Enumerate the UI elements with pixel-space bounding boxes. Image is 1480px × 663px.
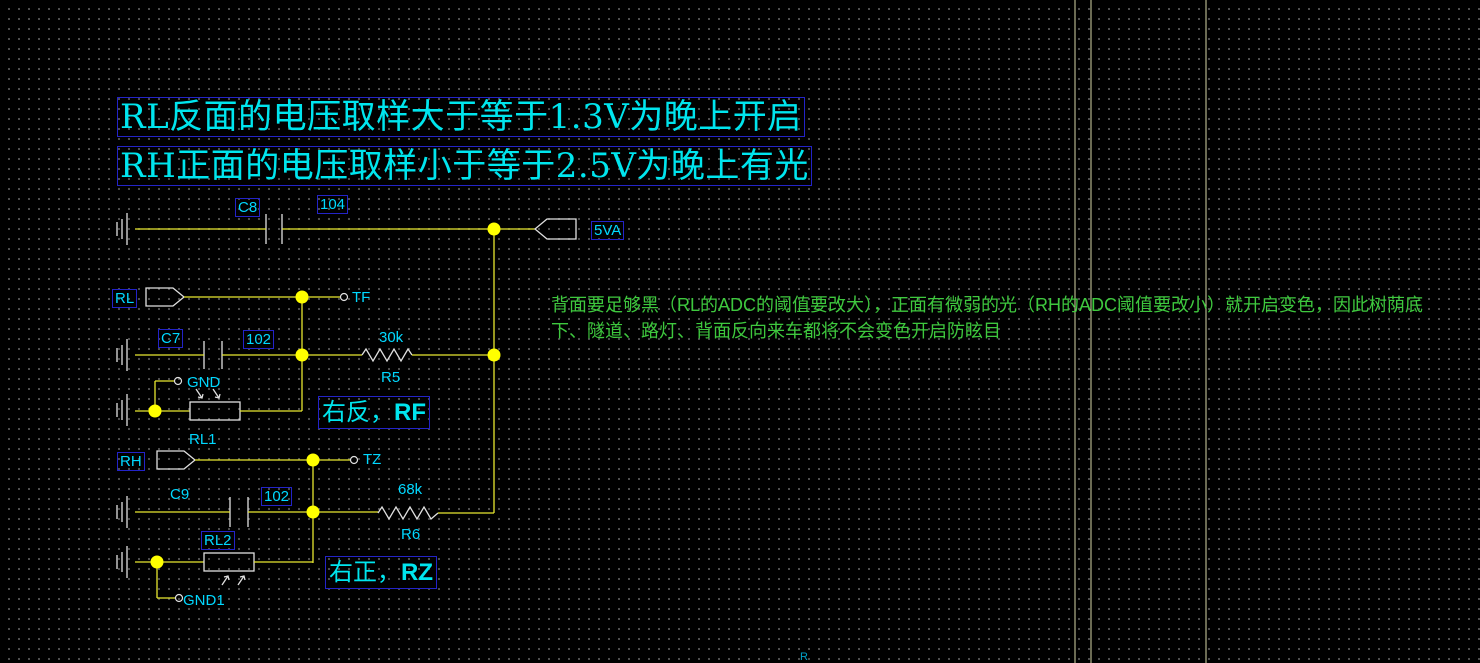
right-side-note-en: RZ bbox=[401, 559, 433, 586]
net-label-5va: 5VA bbox=[591, 221, 625, 240]
net-label-rl: RL bbox=[112, 289, 138, 308]
junction-dot bbox=[487, 348, 501, 362]
net-label-tz: TZ bbox=[363, 451, 382, 468]
capacitor-c7[interactable] bbox=[203, 341, 223, 369]
ground-symbol-rl2 bbox=[116, 546, 128, 578]
title-note-line-1: RL反面的电压取样大于等于1.3V为晚上开启 bbox=[117, 97, 805, 137]
junction-dot bbox=[295, 290, 309, 304]
capacitor-c8[interactable] bbox=[265, 214, 283, 244]
description-note: 背面要足够黑（RL的ADC的阈值要改大），正面有微弱的光（RH的ADC阈值要改小… bbox=[551, 295, 1424, 341]
c8-ref-label: C8 bbox=[235, 198, 261, 217]
c7-ref-label: C7 bbox=[158, 329, 184, 348]
test-point-tf[interactable] bbox=[339, 292, 349, 302]
ground-symbol-c9 bbox=[116, 496, 128, 528]
light-arrows-icon bbox=[195, 388, 221, 399]
rl1-ref-label: RL1 bbox=[189, 431, 217, 448]
photoresistor-rl2[interactable] bbox=[203, 552, 255, 572]
c9-ref-label: C9 bbox=[170, 486, 190, 503]
right-front-note: 右反，RF bbox=[318, 396, 430, 429]
ground-port-gnd[interactable] bbox=[173, 376, 183, 386]
rl2-ref-label: RL2 bbox=[201, 531, 235, 550]
gnd1-label: GND1 bbox=[183, 592, 225, 609]
sheet-bottom-marker: R bbox=[800, 651, 808, 663]
resistor-r6[interactable] bbox=[377, 505, 439, 521]
ground-symbol-rl1 bbox=[116, 394, 128, 426]
ground-symbol-c8 bbox=[116, 213, 128, 245]
junction-dot bbox=[295, 348, 309, 362]
right-side-note: 右正，RZ bbox=[325, 556, 437, 589]
r6-value-label: 68k bbox=[398, 481, 423, 498]
resistor-r5[interactable] bbox=[361, 347, 413, 363]
test-point-tz[interactable] bbox=[349, 455, 359, 465]
r5-value-label: 30k bbox=[379, 329, 404, 346]
ground-port-gnd1[interactable] bbox=[174, 593, 184, 603]
r6-ref-label: R6 bbox=[401, 526, 421, 543]
gnd-label: GND bbox=[187, 374, 221, 391]
junction-dot bbox=[487, 222, 501, 236]
ground-symbol-c7 bbox=[116, 339, 128, 371]
right-front-note-en: RF bbox=[394, 399, 426, 426]
net-label-tf: TF bbox=[352, 289, 371, 306]
c9-value-label: 102 bbox=[261, 487, 293, 506]
net-label-rh: RH bbox=[117, 452, 145, 471]
title-note-line-2: RH正面的电压取样小于等于2.5V为晚上有光 bbox=[117, 146, 812, 186]
junction-dot bbox=[148, 404, 162, 418]
light-arrows-icon bbox=[221, 575, 246, 586]
photoresistor-rl1[interactable] bbox=[189, 401, 241, 421]
power-port-5va[interactable] bbox=[533, 218, 577, 240]
c8-value-label: 104 bbox=[317, 195, 349, 214]
junction-dot bbox=[306, 505, 320, 519]
net-port-rh[interactable] bbox=[156, 450, 197, 470]
net-port-rl[interactable] bbox=[145, 287, 186, 307]
right-front-note-cn: 右反， bbox=[322, 398, 394, 426]
junction-dot bbox=[306, 453, 320, 467]
r5-ref-label: R5 bbox=[381, 369, 401, 386]
c7-value-label: 102 bbox=[243, 330, 275, 349]
right-side-note-cn: 右正， bbox=[329, 558, 401, 586]
junction-dot bbox=[150, 555, 164, 569]
capacitor-c9[interactable] bbox=[229, 497, 249, 527]
